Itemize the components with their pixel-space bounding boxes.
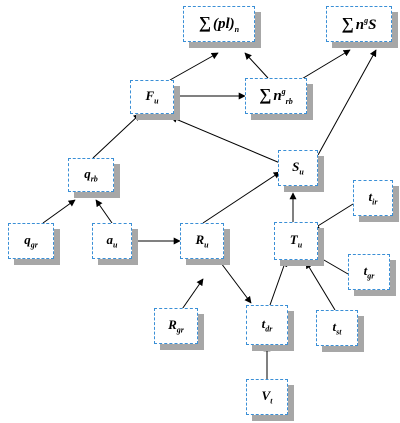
node-qrb: qrb [68, 158, 114, 192]
node-rgr-base: R [168, 316, 177, 332]
node-vt: Vt [246, 379, 288, 415]
node-sum-nrb-sub: rb [285, 97, 293, 106]
node-fu: Fu [130, 80, 174, 114]
node-sum-nrb: ∑ngrb [245, 78, 307, 114]
edge-sum-nrb-to-sum-pl [244, 52, 269, 79]
node-tgr: tgr [348, 254, 390, 290]
sigma-symbol: ∑ [198, 13, 211, 32]
node-sum-nrb-sup: g [281, 87, 286, 96]
node-qgr: qgr [8, 223, 54, 259]
node-tdr: tdr [246, 305, 288, 345]
edge-su-to-sum-ngs [317, 49, 377, 156]
node-sum-pl-sub: n [234, 25, 240, 34]
node-sum-ngs-sup: g [364, 16, 369, 25]
edge-tdr-to-tu [269, 259, 288, 306]
edge-ru-to-su [202, 171, 281, 224]
sigma-symbol: ∑ [341, 14, 354, 33]
edge-sum-nrb-to-sum-ngs [299, 49, 351, 81]
node-sum-pl-base: (pl) [213, 16, 235, 32]
node-tir-sub: ir [372, 197, 378, 207]
node-sum-pl: ∑(pl)n [183, 6, 255, 42]
edge-qgr-to-qrb [42, 199, 76, 224]
edge-tir-to-tu [312, 203, 354, 230]
node-su-base: S [292, 158, 300, 174]
edge-tgr-to-tu [316, 255, 349, 275]
node-au-base: a [106, 231, 114, 247]
node-rgr: Rgr [154, 308, 198, 344]
node-sum-nrb-base: n [273, 88, 282, 104]
node-qrb-sub: rb [90, 174, 98, 184]
edge-au-to-qrb [95, 199, 113, 224]
edge-tst-to-tu [305, 261, 336, 311]
node-qgr-base: q [24, 231, 31, 247]
node-ru: Ru [180, 223, 224, 259]
node-sum-ngs-tail: S [368, 17, 377, 33]
node-sum-ngs: ∑ngS [326, 6, 392, 42]
node-su-sub: u [299, 167, 304, 177]
node-tgr-sub: gr [367, 271, 375, 281]
node-qrb-base: q [84, 165, 91, 181]
node-au-sub: u [113, 240, 118, 250]
node-tu-base: T [289, 231, 298, 247]
node-tgr-base: t [363, 262, 368, 278]
edge-fu-to-sum-pl [169, 52, 219, 81]
node-su: Su [278, 150, 318, 186]
node-ru-base: R [195, 231, 205, 247]
node-tdr-base: t [261, 315, 266, 331]
edge-ru-to-tdr [217, 258, 252, 304]
node-tst: tst [316, 310, 358, 346]
edge-su-to-fu [170, 116, 281, 164]
sigma-symbol: ∑ [259, 85, 272, 104]
node-ru-sub: u [204, 240, 209, 250]
edge-qrb-to-fu [92, 113, 141, 159]
node-qgr-sub: gr [30, 240, 38, 250]
node-tdr-sub: dr [265, 324, 273, 334]
node-tir: tir [353, 180, 393, 216]
node-vt-sub: t [270, 396, 273, 406]
node-fu-sub: u [154, 96, 159, 106]
node-rgr-sub: gr [176, 325, 184, 335]
node-sum-ngs-base: n [355, 17, 365, 33]
node-tu-sub: u [297, 240, 303, 250]
node-vt-base: V [261, 387, 271, 403]
node-tir-base: t [368, 188, 373, 204]
node-au: au [92, 223, 132, 259]
node-tu: Tu [274, 222, 318, 260]
node-fu-base: F [145, 87, 155, 103]
node-tst-sub: st [336, 327, 342, 337]
node-tst-base: t [332, 318, 337, 334]
